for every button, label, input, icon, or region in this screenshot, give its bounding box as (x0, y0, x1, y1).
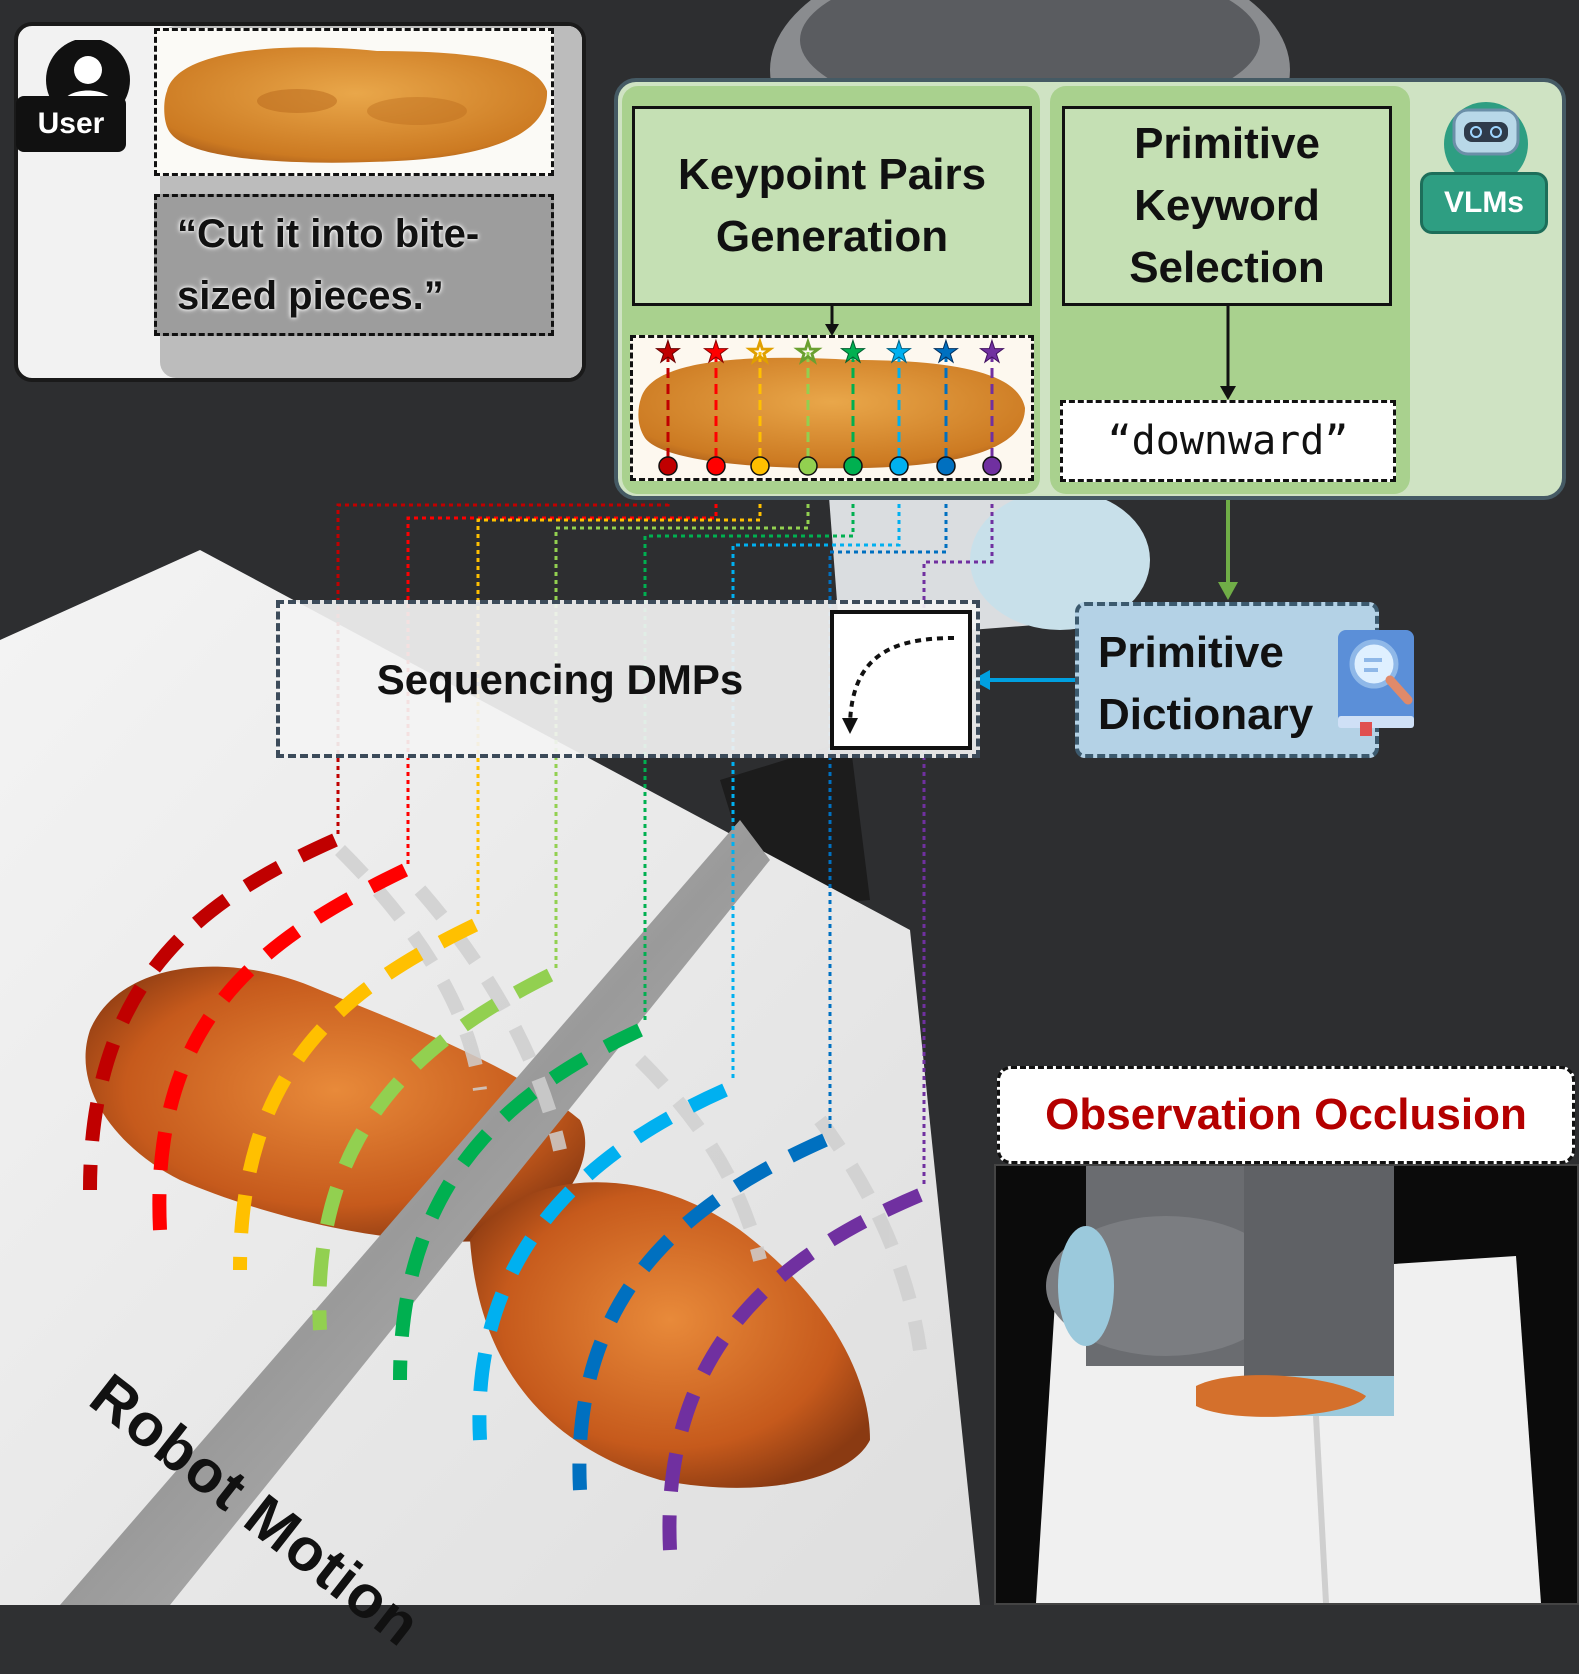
knife (60, 820, 770, 1605)
svg-text:★: ★ (886, 335, 913, 370)
food-image (164, 47, 548, 163)
keypoint-pairs-generation-box: Keypoint Pairs Generation (632, 106, 1032, 306)
keypoint-markers: ★ ★ ☆ ☆ ★ ★ ★ ★ (654, 334, 1006, 476)
user-instruction: “Cut it into bite-sized pieces.” (154, 194, 554, 336)
observation-occlusion-photo (994, 1164, 1579, 1605)
user-badge: User (16, 96, 126, 152)
keypoint-stars: ★ ★ ☆ ☆ ★ ★ ★ ★ (654, 334, 1006, 371)
observation-occlusion-title-box (997, 1066, 1575, 1164)
chicken-piece (470, 1182, 870, 1488)
robot-icon (1444, 102, 1528, 178)
occluded-robot-photo (996, 1166, 1577, 1603)
keypoint-food-image (638, 357, 1025, 469)
svg-text:★: ★ (703, 335, 730, 370)
primitive-keyword-selection-box: Primitive Keyword Selection (1062, 106, 1392, 306)
observation-occlusion-title: Observation Occlusion (1045, 1090, 1527, 1139)
svg-text:★: ★ (979, 335, 1006, 370)
keypoint-image (630, 335, 1034, 481)
svg-text:☆: ☆ (747, 335, 774, 370)
keypoint-dots (658, 456, 1002, 476)
sequencing-dmps-label: Sequencing DMPs (376, 656, 744, 703)
robot-trajectories (83, 833, 923, 1551)
downward-curve-icon (842, 636, 955, 734)
user-food-image (154, 28, 554, 176)
svg-text:★: ★ (933, 335, 960, 370)
svg-text:★: ★ (655, 335, 682, 370)
vlm-arrows (825, 306, 1236, 400)
book-search-icon (1338, 630, 1414, 736)
ghost-trajectories (335, 845, 927, 1351)
vlms-badge: VLMs (1420, 172, 1548, 234)
svg-text:★: ★ (840, 335, 867, 370)
svg-text:☆: ☆ (795, 335, 822, 370)
keyword-value: “downward” (1060, 400, 1396, 482)
primitive-dictionary-box (1075, 602, 1379, 758)
primitive-dictionary-label: Primitive Dictionary (1098, 628, 1314, 739)
primitive-curve-box (830, 610, 972, 750)
